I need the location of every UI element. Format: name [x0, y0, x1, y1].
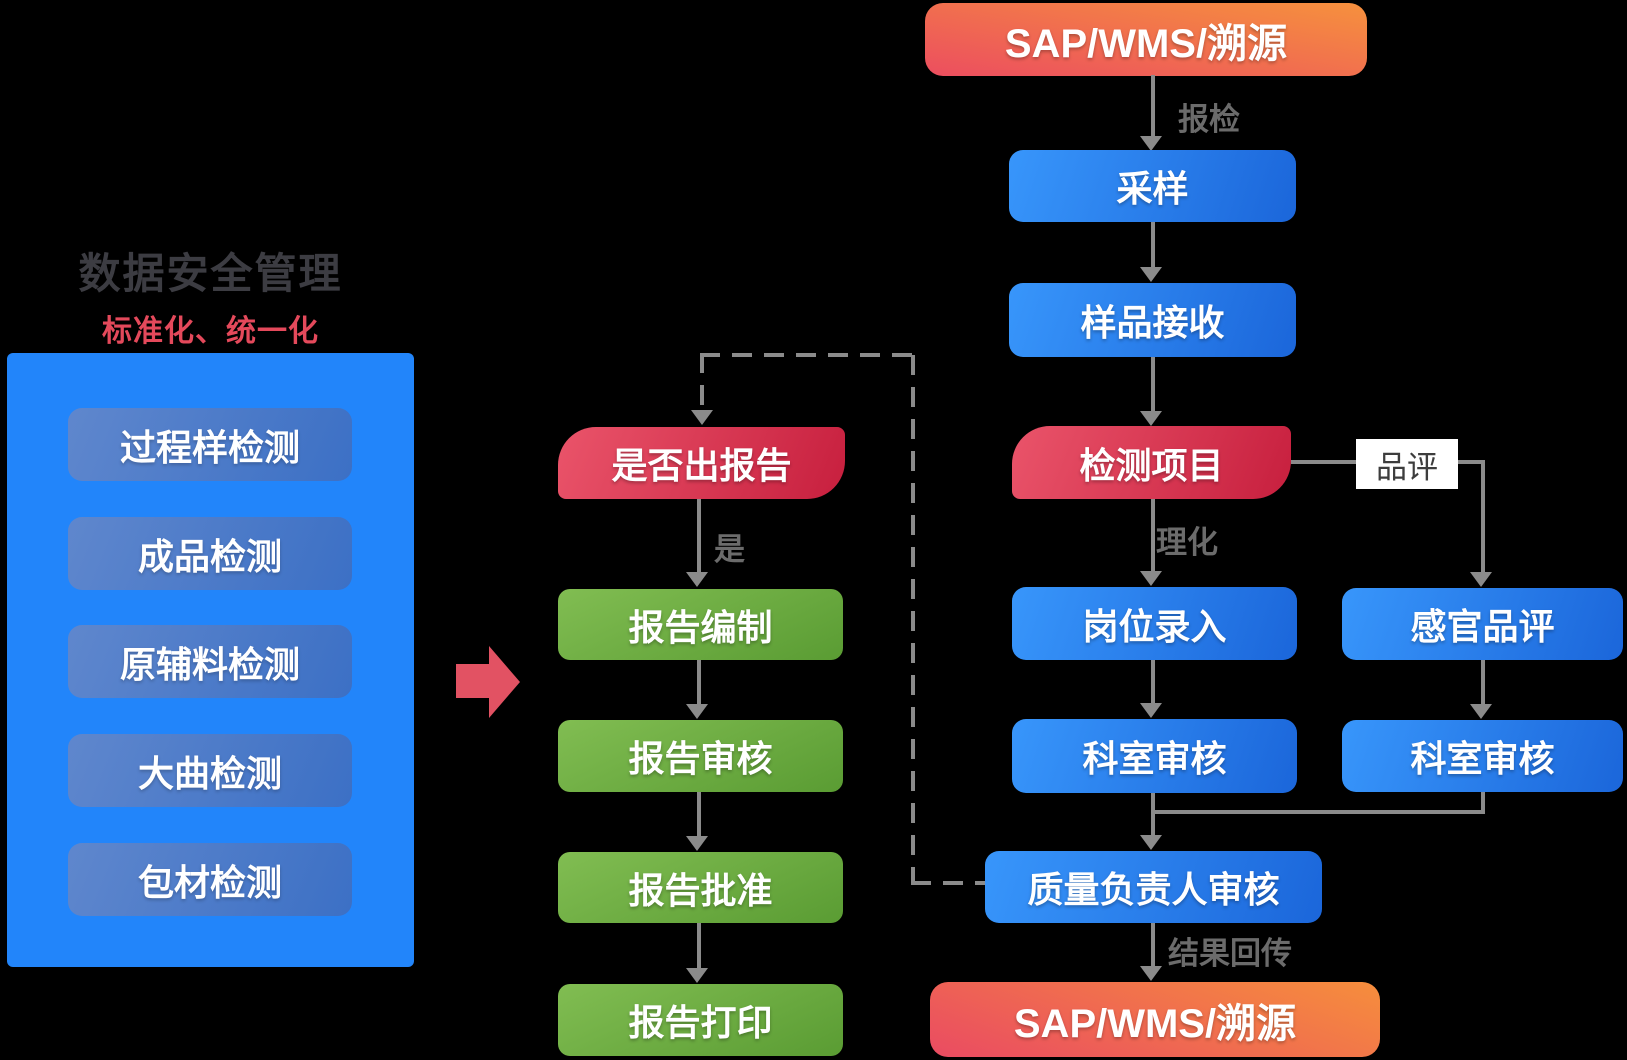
node-quality-review: 质量负责人审核: [985, 851, 1322, 923]
panel-item-process-sample: 过程样检测: [68, 408, 352, 481]
node-report-decision: 是否出报告: [558, 427, 845, 499]
dashed-connector-bottom: [911, 881, 985, 885]
connector-receiving-testitem: [1151, 357, 1155, 412]
page-title: 数据安全管理: [78, 250, 343, 297]
connector-deptreview-quality: [1151, 793, 1155, 836]
node-sap-source: SAP/WMS/溯源: [925, 3, 1367, 76]
dashed-connector-left-drop: [700, 353, 704, 407]
panel-item-packaging: 包材检测: [68, 843, 352, 916]
page-subtitle: 标准化、统一化: [102, 315, 319, 348]
transfer-arrow-icon: [456, 664, 489, 698]
connector-source-sampling: [1151, 75, 1155, 137]
arrowhead-icon: [686, 572, 708, 587]
arrowhead-icon: [1470, 572, 1492, 587]
connector-sampling-receiving: [1151, 222, 1155, 268]
label-inspect: 报检: [1178, 102, 1240, 137]
node-dept-review-left: 科室审核: [1012, 719, 1297, 793]
node-sensory-tasting: 感官品评: [1342, 588, 1623, 660]
connector-quality-target: [1151, 923, 1155, 967]
node-sampling: 采样: [1009, 150, 1296, 222]
node-report-approve: 报告批准: [558, 852, 843, 923]
arrowhead-icon: [1470, 704, 1492, 719]
arrowhead-icon: [1140, 571, 1162, 586]
label-tasting: 品评: [1356, 439, 1458, 489]
panel-item-raw-materials: 原辅料检测: [68, 625, 352, 698]
connector-merge: [1151, 810, 1485, 814]
connector-entry-deptreview: [1151, 660, 1155, 704]
arrowhead-icon: [686, 704, 708, 719]
arrowhead-icon: [686, 968, 708, 983]
label-result-return: 结果回传: [1168, 936, 1292, 971]
connector-review-approve: [697, 792, 701, 837]
node-report-compile: 报告编制: [558, 589, 843, 660]
arrowhead-icon: [686, 836, 708, 851]
node-sap-target: SAP/WMS/溯源: [930, 982, 1380, 1057]
node-sample-receiving: 样品接收: [1009, 283, 1296, 357]
node-position-entry: 岗位录入: [1012, 587, 1297, 660]
arrowhead-icon: [1140, 411, 1162, 426]
connector-sensory-deptreview: [1481, 660, 1485, 705]
arrowhead-icon: [1140, 703, 1162, 718]
node-test-item: 检测项目: [1012, 426, 1291, 499]
panel-item-finished-product: 成品检测: [68, 517, 352, 590]
dashed-connector-top: [700, 353, 915, 357]
label-physchem: 理化: [1156, 525, 1218, 560]
connector-approve-print: [697, 923, 701, 970]
connector-rightcol-down: [1481, 792, 1485, 814]
connector-compile-review: [697, 660, 701, 705]
connector-testitem-entry: [1151, 499, 1155, 572]
arrowhead-icon: [1140, 966, 1162, 981]
dashed-connector-vertical: [911, 355, 915, 883]
node-report-print: 报告打印: [558, 984, 843, 1056]
node-dept-review-right: 科室审核: [1342, 720, 1623, 792]
label-yes: 是: [714, 532, 745, 567]
arrowhead-icon: [1140, 267, 1162, 282]
node-report-review: 报告审核: [558, 720, 843, 792]
arrowhead-icon: [1140, 136, 1162, 151]
connector-tasting-drop: [1481, 460, 1485, 573]
dashed-arrowhead-icon: [691, 410, 713, 425]
panel-item-daqu: 大曲检测: [68, 734, 352, 807]
transfer-arrow-tip-icon: [489, 646, 520, 718]
arrowhead-icon: [1140, 835, 1162, 850]
connector-decision-compile: [697, 499, 701, 572]
